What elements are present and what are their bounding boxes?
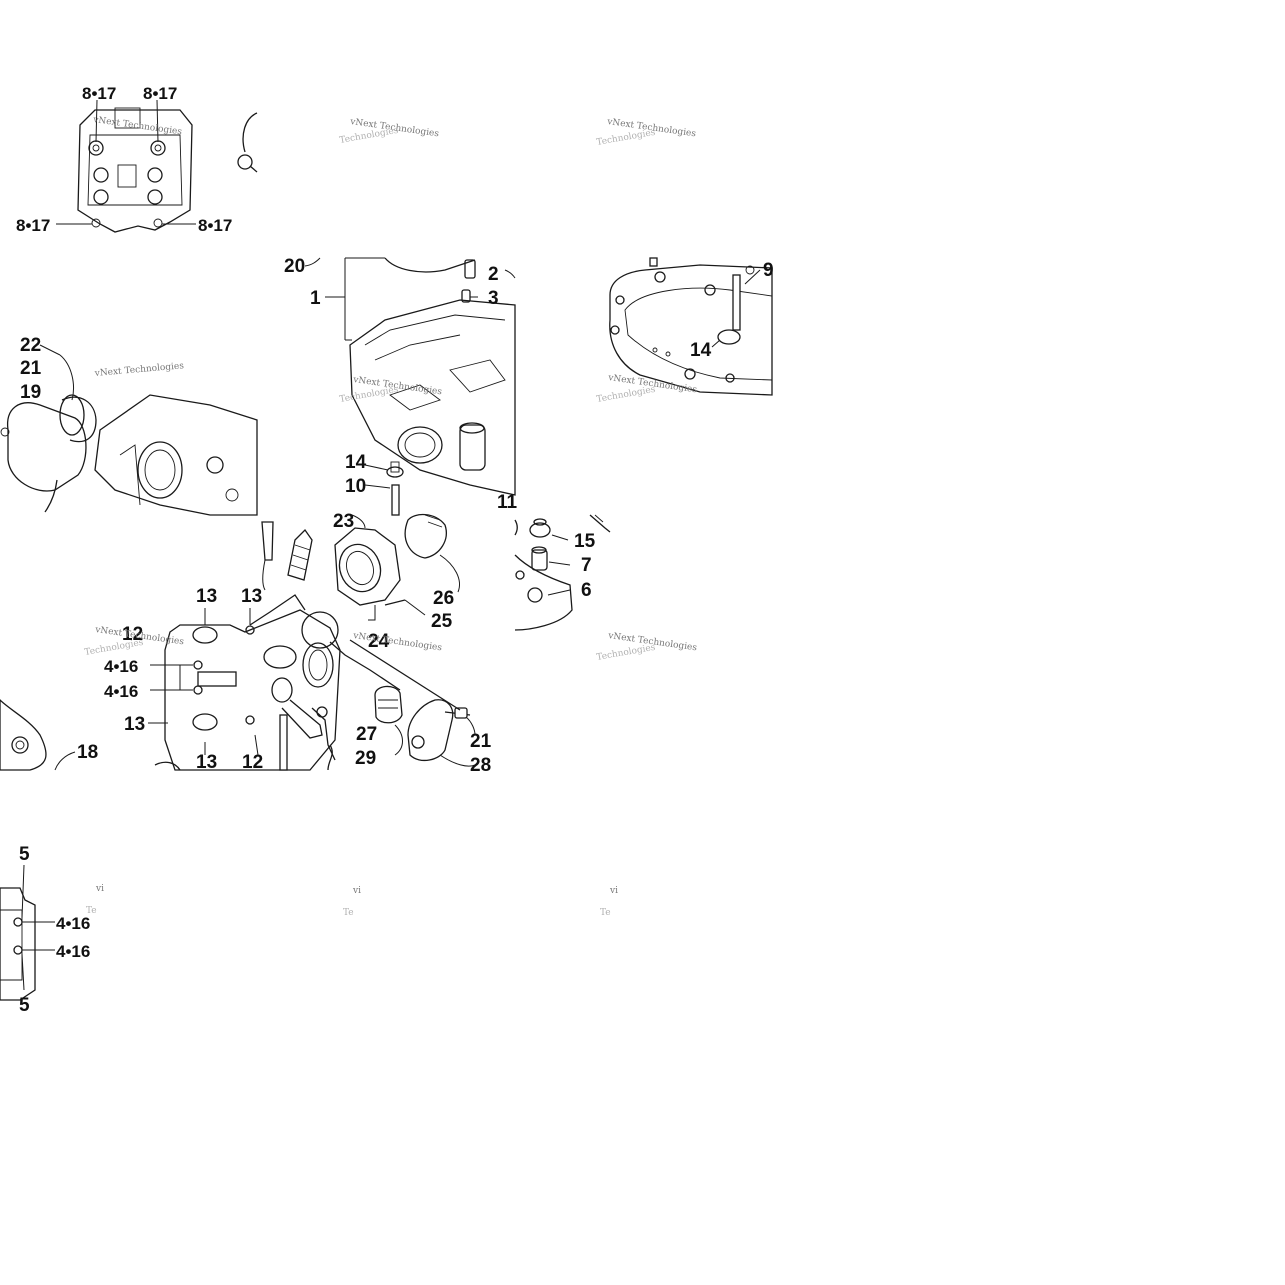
cylinder-head-assembly	[304, 257, 516, 516]
callout-12-left: 12	[122, 624, 143, 645]
cylinder-head-top-view	[56, 99, 196, 233]
callout-26: 26	[433, 588, 454, 609]
watermark-fragment: vi	[352, 886, 361, 896]
watermark-text: Technologies	[596, 385, 657, 405]
callout-3: 3	[488, 288, 499, 309]
watermark-fragment: Te	[343, 908, 354, 918]
callout-13-left: 13	[124, 714, 145, 735]
watermark-fragment: vi	[95, 884, 104, 894]
callout-20: 20	[284, 256, 305, 277]
callout-9: 9	[763, 260, 774, 281]
watermark-fragment: vi	[609, 886, 618, 896]
callout-21-right: 21	[470, 731, 492, 752]
callout-15: 15	[574, 531, 596, 552]
callout-23: 23	[333, 511, 354, 532]
cam-cover-fragment	[0, 864, 55, 1001]
intake-boot-assembly	[0, 344, 258, 516]
callout-8-17-c: 8•17	[16, 216, 50, 235]
thermostat-housing	[311, 639, 476, 767]
callout-14-head: 14	[345, 452, 367, 473]
watermark-fragment: Te	[600, 908, 611, 918]
callout-8-17-a: 8•17	[82, 84, 116, 103]
callout-8-17-d: 8•17	[198, 216, 232, 235]
callout-13-top-b: 13	[241, 586, 262, 607]
watermark-text: vNext Technologies	[93, 361, 184, 379]
callout-10: 10	[345, 476, 366, 497]
manifold-fragment	[0, 699, 76, 771]
callout-29: 29	[355, 748, 376, 769]
callout-21-left: 21	[20, 358, 42, 379]
callout-4-16-a: 4•16	[104, 657, 138, 676]
watermarks: vNext Technologies vNext Technologies Te…	[84, 115, 698, 918]
callout-5-top: 5	[19, 844, 30, 865]
callout-13-bottom: 13	[196, 752, 217, 773]
callout-11: 11	[497, 492, 518, 513]
callout-22: 22	[20, 335, 41, 356]
callout-13-top: 13	[196, 586, 217, 607]
grommet-fragment	[237, 112, 258, 173]
callout-19: 19	[20, 382, 41, 403]
callout-18: 18	[77, 742, 98, 763]
callout-4-16-d: 4•16	[56, 942, 90, 961]
callout-5-bottom: 5	[19, 995, 30, 1016]
callout-7: 7	[581, 555, 592, 576]
callout-8-17-b: 8•17	[143, 84, 177, 103]
callout-labels: 8•17 8•17 8•17 8•17 20 1 2 3 14 10 11 9 …	[16, 84, 774, 1016]
callout-24: 24	[368, 631, 390, 652]
watermark-text: Technologies	[84, 638, 145, 658]
callout-2: 2	[488, 264, 499, 285]
valve-parts	[514, 514, 611, 631]
watermark-fragment: Te	[86, 906, 97, 916]
callout-14-gasket: 14	[690, 340, 712, 361]
watermark-text: Technologies	[596, 643, 657, 663]
watermark-text: Technologies	[596, 128, 657, 148]
callout-12-bottom: 12	[242, 752, 263, 773]
callout-4-16-b: 4•16	[104, 682, 138, 701]
throttle-body	[301, 513, 460, 649]
cam-housing-assembly	[148, 521, 341, 771]
watermark-text: Technologies	[339, 385, 400, 405]
head-gasket	[609, 257, 773, 396]
watermark-text: vNext Technologies	[92, 115, 183, 138]
callout-28: 28	[470, 755, 491, 776]
callout-25: 25	[431, 611, 453, 632]
callout-6: 6	[581, 580, 592, 601]
callout-1: 1	[310, 288, 321, 309]
callout-4-16-c: 4•16	[56, 914, 90, 933]
callout-27: 27	[356, 724, 377, 745]
